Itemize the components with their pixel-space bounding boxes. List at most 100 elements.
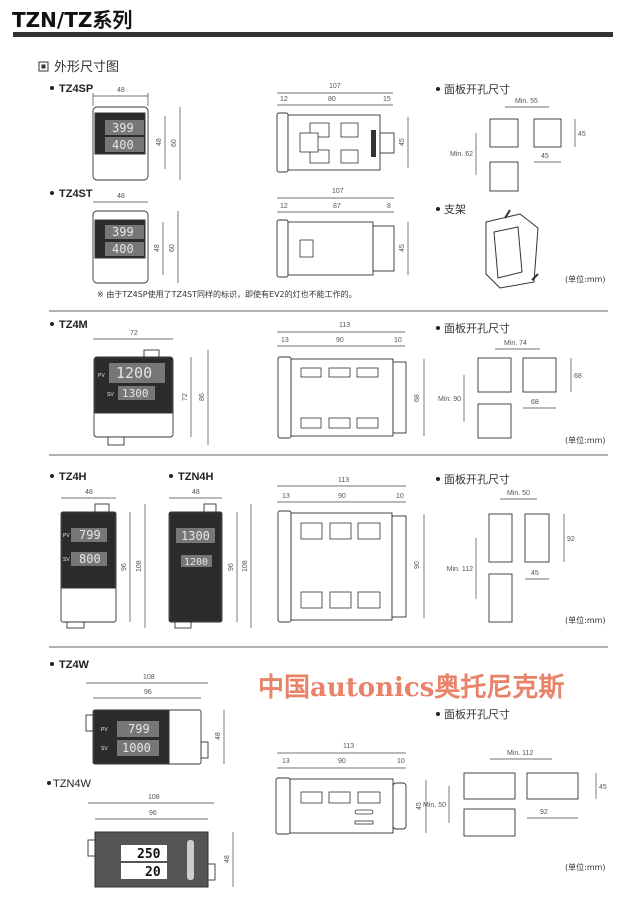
svg-text:(单位:mm): (单位:mm)	[565, 274, 606, 284]
footnote: ※ 由于TZ4SP使用了TZ4ST同样的标识，即使有EV2的灯也不能工作的。	[97, 289, 357, 299]
svg-text:45: 45	[541, 153, 549, 160]
svg-text:799: 799	[79, 528, 101, 542]
svg-text:(单位:mm): (单位:mm)	[565, 435, 606, 445]
section-square-icon	[38, 61, 49, 72]
svg-text:108: 108	[143, 674, 155, 681]
svg-text:86: 86	[199, 393, 206, 401]
svg-text:399: 399	[112, 225, 134, 239]
svg-text:面板开孔尺寸: 面板开孔尺寸	[444, 321, 510, 335]
svg-text:1000: 1000	[122, 741, 151, 755]
svg-text:PV: PV	[98, 373, 105, 379]
svg-text:87: 87	[333, 203, 341, 210]
svg-text:1300: 1300	[181, 529, 210, 543]
svg-text:10: 10	[394, 337, 402, 344]
model-label-tzn4h: TZN4H	[178, 471, 214, 483]
sv-display: 400	[112, 138, 134, 152]
svg-text:113: 113	[339, 322, 350, 329]
svg-text:48: 48	[154, 244, 161, 252]
svg-text:45: 45	[578, 131, 586, 138]
tz4sp-front-view: 48 399 400 48 60	[92, 87, 181, 181]
pv-display: 250	[137, 847, 161, 862]
svg-text:48: 48	[85, 489, 93, 496]
svg-text:Min. 112: Min. 112	[507, 750, 533, 757]
svg-text:60: 60	[169, 244, 176, 252]
tz4h-front-view: 48 799 800 PV SV 96 108	[60, 489, 146, 629]
svg-text:108: 108	[136, 560, 143, 572]
svg-text:90: 90	[336, 337, 344, 344]
svg-text:72: 72	[130, 330, 138, 337]
bracket-label: 支架	[444, 203, 466, 216]
svg-text:48: 48	[192, 489, 200, 496]
pv-display: 399	[112, 121, 134, 135]
svg-text:45: 45	[531, 570, 539, 577]
svg-text:48: 48	[117, 193, 125, 200]
svg-text:SV: SV	[63, 557, 70, 563]
svg-text:68: 68	[414, 394, 421, 402]
dim-height: 60	[171, 139, 178, 147]
sv-display: 20	[145, 865, 161, 880]
svg-text:10: 10	[397, 758, 405, 765]
svg-text:PV: PV	[63, 533, 70, 539]
tz4m-front-view: 72 1200 1300 PV SV 72 86	[93, 330, 209, 446]
svg-text:1200: 1200	[116, 364, 152, 382]
section-title: 外形尺寸图	[54, 60, 119, 75]
model-label-tzn4w: TZN4W	[53, 778, 92, 790]
svg-text:12: 12	[280, 203, 288, 210]
svg-text:Min. 74: Min. 74	[504, 340, 527, 347]
svg-text:80: 80	[328, 96, 336, 103]
tzn4w-front-view: 108 96 250 20 48	[87, 794, 234, 888]
model-label-tz4st: TZ4ST	[59, 188, 93, 200]
svg-text:72: 72	[182, 393, 189, 401]
svg-text:108: 108	[242, 560, 249, 572]
svg-text:(单位:mm): (单位:mm)	[565, 615, 606, 625]
svg-text:8: 8	[387, 203, 391, 210]
svg-text:PV: PV	[101, 727, 108, 733]
watermark: 中国autonics奥托尼克斯	[258, 672, 564, 703]
svg-text:68: 68	[531, 399, 539, 406]
svg-text:90: 90	[338, 758, 346, 765]
svg-text:48: 48	[224, 855, 231, 863]
svg-text:90: 90	[338, 493, 346, 500]
model-label-tz4m: TZ4M	[59, 319, 88, 331]
svg-text:800: 800	[79, 552, 101, 566]
svg-text:Min. 55: Min. 55	[515, 98, 538, 105]
svg-text:13: 13	[282, 758, 290, 765]
svg-text:90: 90	[414, 561, 421, 569]
svg-text:68: 68	[574, 373, 582, 380]
panel-cutout-label: 面板开孔尺寸	[444, 82, 510, 96]
svg-text:113: 113	[343, 743, 354, 750]
dim-width: 48	[117, 87, 125, 94]
svg-text:96: 96	[228, 563, 235, 571]
svg-text:面板开孔尺寸: 面板开孔尺寸	[444, 472, 510, 486]
svg-text:Min. 112: Min. 112	[447, 566, 473, 573]
svg-text:107: 107	[329, 83, 341, 90]
svg-text:96: 96	[121, 563, 128, 571]
svg-text:107: 107	[332, 188, 344, 195]
model-label-tz4h: TZ4H	[59, 471, 87, 483]
svg-text:(单位:mm): (单位:mm)	[565, 862, 606, 872]
bracket-illustration	[485, 209, 539, 289]
tz4s-cutout: Min. 55 45 Min. 62 45	[450, 98, 586, 192]
svg-text:45: 45	[399, 138, 406, 146]
svg-text:48: 48	[215, 732, 222, 740]
title-bar	[13, 32, 613, 37]
svg-text:13: 13	[282, 493, 290, 500]
svg-text:Min. 62: Min. 62	[450, 151, 473, 158]
svg-text:Min. 50: Min. 50	[507, 490, 530, 497]
svg-text:45: 45	[416, 802, 423, 810]
tz4m-side-view: 113 13 90 10 68	[277, 322, 425, 439]
svg-text:1300: 1300	[122, 387, 149, 400]
svg-text:12: 12	[280, 96, 288, 103]
svg-text:SV: SV	[107, 392, 114, 398]
tzn4w-side-view: 113 13 90 10 45	[275, 743, 427, 835]
svg-text:92: 92	[540, 809, 548, 816]
svg-text:45: 45	[599, 784, 607, 791]
svg-text:13: 13	[281, 337, 289, 344]
model-label-tz4sp: TZ4SP	[59, 83, 93, 95]
